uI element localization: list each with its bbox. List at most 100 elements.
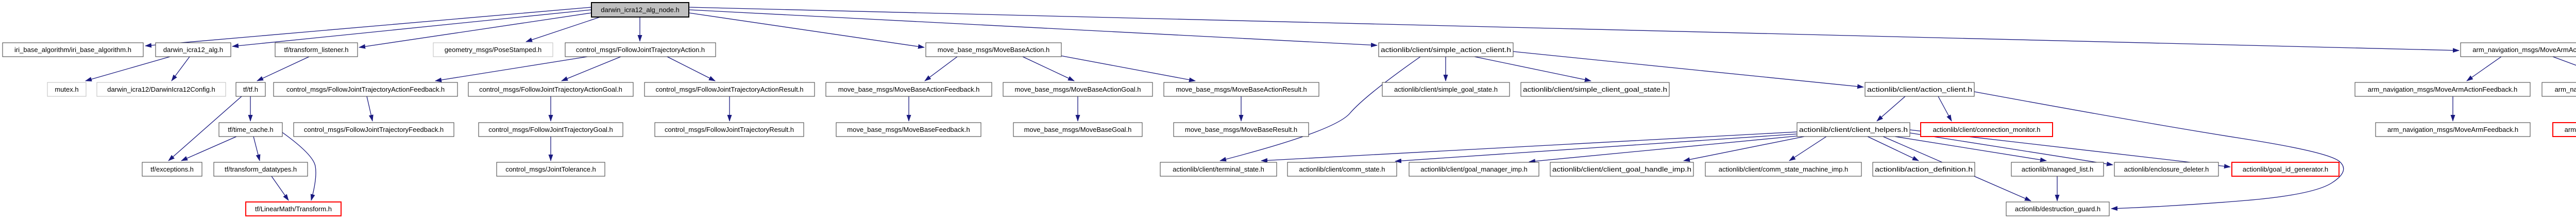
node-box-ma-goal[interactable] [2552, 122, 2576, 137]
node-box-tf-listener[interactable] [275, 42, 358, 57]
node-box-simple-cgs[interactable] [1520, 82, 1670, 97]
node-box-fjt-goal[interactable] [478, 122, 623, 137]
node-ma-goal[interactable]: arm_navigation_msgs/MoveArmGoal.h [2552, 122, 2576, 137]
node-box-time-cache[interactable] [218, 122, 283, 137]
node-fjt-result[interactable]: control_msgs/FollowJointTrajectoryResult… [654, 122, 804, 137]
node-box-conn-monitor[interactable] [1920, 122, 2053, 137]
node-conn-monitor[interactable]: actionlib/client/connection_monitor.h [1920, 122, 2053, 137]
node-box-mb-goal[interactable] [1013, 122, 1143, 137]
node-ma-agoal[interactable]: arm_navigation_msgs/MoveArmActionGoal.h [2541, 82, 2576, 97]
node-csm-imp[interactable]: actionlib/client/comm_state_machine_imp.… [1705, 162, 1862, 177]
node-box-fjt-afeedback[interactable] [273, 82, 458, 97]
node-mb-afeedback[interactable]: move_base_msgs/MoveBaseActionFeedback.h [825, 82, 992, 97]
node-box-destruction[interactable] [2006, 201, 2110, 216]
node-label-fjt-aresult: control_msgs/FollowJointTrajectoryAction… [655, 86, 803, 93]
node-box-darwin-alg[interactable] [155, 42, 231, 57]
node-action-client[interactable]: actionlib/client/action_client.h [1865, 82, 1975, 97]
node-box-mb-feedback[interactable] [836, 122, 981, 137]
node-box-mb-afeedback[interactable] [825, 82, 992, 97]
node-lm-transform[interactable]: tf/LinearMath/Transform.h [245, 201, 342, 216]
node-label-ma-action: arm_navigation_msgs/MoveArmAction.h [2472, 46, 2576, 54]
node-box-iri-base[interactable] [2, 42, 144, 57]
node-box-fjt-aresult[interactable] [644, 82, 815, 97]
node-ma-action[interactable]: arm_navigation_msgs/MoveArmAction.h [2460, 42, 2576, 57]
node-fjt-agoal[interactable]: control_msgs/FollowJointTrajectoryAction… [468, 82, 634, 97]
node-label-lm-transform: tf/LinearMath/Transform.h [255, 205, 332, 213]
node-box-comm-state[interactable] [1287, 162, 1397, 177]
node-box-managed-list[interactable] [2011, 162, 2104, 177]
node-box-ma-afeedback[interactable] [2354, 82, 2531, 97]
node-action-def[interactable]: actionlib/action_definition.h [1872, 162, 1975, 177]
node-ma-feedback[interactable]: arm_navigation_msgs/MoveArmFeedback.h [2375, 122, 2531, 137]
edge-fjt-action-to-fjt-agoal [561, 56, 621, 81]
node-tf-listener[interactable]: tf/transform_listener.h [275, 42, 358, 57]
node-terminal-state[interactable]: actionlib/client/terminal_state.h [1160, 162, 1277, 177]
node-box-enclosure[interactable] [2114, 162, 2219, 177]
edge-tf-tf-to-tf-exceptions [168, 96, 242, 161]
node-box-terminal-state[interactable] [1160, 162, 1277, 177]
node-box-lm-transform[interactable] [245, 201, 342, 216]
node-box-ma-action[interactable] [2460, 42, 2576, 57]
edge-main-to-mb-action [688, 12, 925, 49]
node-box-fjt-result[interactable] [654, 122, 804, 137]
node-box-tf-exceptions[interactable] [142, 162, 202, 177]
node-box-mb-aresult[interactable] [1163, 82, 1319, 97]
node-mb-goal[interactable]: move_base_msgs/MoveBaseGoal.h [1013, 122, 1143, 137]
node-label-action-def: actionlib/action_definition.h [1875, 165, 1973, 173]
node-box-action-def[interactable] [1872, 162, 1975, 177]
node-box-fjt-feedback[interactable] [293, 122, 454, 137]
node-simple-goal[interactable]: actionlib/client/simple_goal_state.h [1382, 82, 1510, 97]
node-comm-state[interactable]: actionlib/client/comm_state.h [1287, 162, 1397, 177]
node-simple-cgs[interactable]: actionlib/client/simple_client_goal_stat… [1520, 82, 1670, 97]
node-goal-manager[interactable]: actionlib/client/goal_manager_imp.h [1409, 162, 1539, 177]
node-mb-action[interactable]: move_base_msgs/MoveBaseAction.h [925, 42, 1062, 57]
node-box-goal-id[interactable] [2231, 162, 2340, 177]
node-box-fjt-action[interactable] [565, 42, 716, 57]
edge-client-helpers-to-goal-manager [1529, 136, 1798, 164]
node-box-mb-result[interactable] [1173, 122, 1309, 137]
node-box-client-helpers[interactable] [1797, 122, 1910, 137]
node-box-csm-imp[interactable] [1705, 162, 1862, 177]
node-box-mb-agoal[interactable] [1003, 82, 1153, 97]
node-box-goal-manager[interactable] [1409, 162, 1539, 177]
node-label-simple-goal: actionlib/client/simple_goal_state.h [1394, 86, 1498, 93]
node-client-helpers[interactable]: actionlib/client/client_helpers.h [1797, 122, 1910, 137]
node-managed-list[interactable]: actionlib/managed_list.h [2011, 162, 2104, 177]
node-tf-exceptions[interactable]: tf/exceptions.h [142, 162, 202, 177]
node-mb-aresult[interactable]: move_base_msgs/MoveBaseActionResult.h [1163, 82, 1319, 97]
node-fjt-aresult[interactable]: control_msgs/FollowJointTrajectoryAction… [644, 82, 815, 97]
node-box-tf-datatypes[interactable] [213, 162, 308, 177]
node-box-mb-action[interactable] [925, 42, 1062, 57]
node-mb-feedback[interactable]: move_base_msgs/MoveBaseFeedback.h [836, 122, 981, 137]
node-cgh-imp[interactable]: actionlib/client/client_goal_handle_imp.… [1550, 162, 1694, 177]
node-mb-agoal[interactable]: move_base_msgs/MoveBaseActionGoal.h [1003, 82, 1153, 97]
node-joint-tolerance[interactable]: control_msgs/JointTolerance.h [496, 162, 605, 177]
node-ma-afeedback[interactable]: arm_navigation_msgs/MoveArmActionFeedbac… [2354, 82, 2531, 97]
node-sac[interactable]: actionlib/client/simple_action_client.h [1378, 42, 1514, 57]
edge-client-helpers-to-cgh-imp [1683, 136, 1805, 162]
node-fjt-goal[interactable]: control_msgs/FollowJointTrajectoryGoal.h [478, 122, 623, 137]
node-time-cache[interactable]: tf/time_cache.h [218, 122, 283, 137]
node-tf-tf[interactable]: tf/tf.h [235, 82, 266, 97]
node-mb-result[interactable]: move_base_msgs/MoveBaseResult.h [1173, 122, 1309, 137]
node-box-action-client[interactable] [1865, 82, 1975, 97]
node-box-fjt-agoal[interactable] [468, 82, 634, 97]
node-box-cgh-imp[interactable] [1550, 162, 1694, 177]
node-fjt-afeedback[interactable]: control_msgs/FollowJointTrajectoryAction… [273, 82, 458, 97]
node-box-sac[interactable] [1378, 42, 1514, 57]
node-box-joint-tolerance[interactable] [496, 162, 605, 177]
node-box-ma-agoal[interactable] [2541, 82, 2576, 97]
node-darwin-alg[interactable]: darwin_icra12_alg.h [155, 42, 231, 57]
node-fjt-action[interactable]: control_msgs/FollowJointTrajectoryAction… [565, 42, 716, 57]
node-destruction[interactable]: actionlib/destruction_guard.h [2006, 201, 2110, 216]
node-box-simple-goal[interactable] [1382, 82, 1510, 97]
node-goal-id[interactable]: actionlib/goal_id_generator.h [2231, 162, 2340, 177]
node-fjt-feedback[interactable]: control_msgs/FollowJointTrajectoryFeedba… [293, 122, 454, 137]
node-label-ma-agoal: arm_navigation_msgs/MoveArmActionGoal.h [2555, 86, 2576, 93]
node-label-goal-manager: actionlib/client/goal_manager_imp.h [1420, 165, 1527, 173]
node-iri-base[interactable]: iri_base_algorithm/iri_base_algorithm.h [2, 42, 144, 57]
node-box-tf-tf[interactable] [235, 82, 266, 97]
node-tf-datatypes[interactable]: tf/transform_datatypes.h [213, 162, 308, 177]
node-enclosure[interactable]: actionlib/enclosure_deleter.h [2114, 162, 2219, 177]
node-box-ma-feedback[interactable] [2375, 122, 2531, 137]
